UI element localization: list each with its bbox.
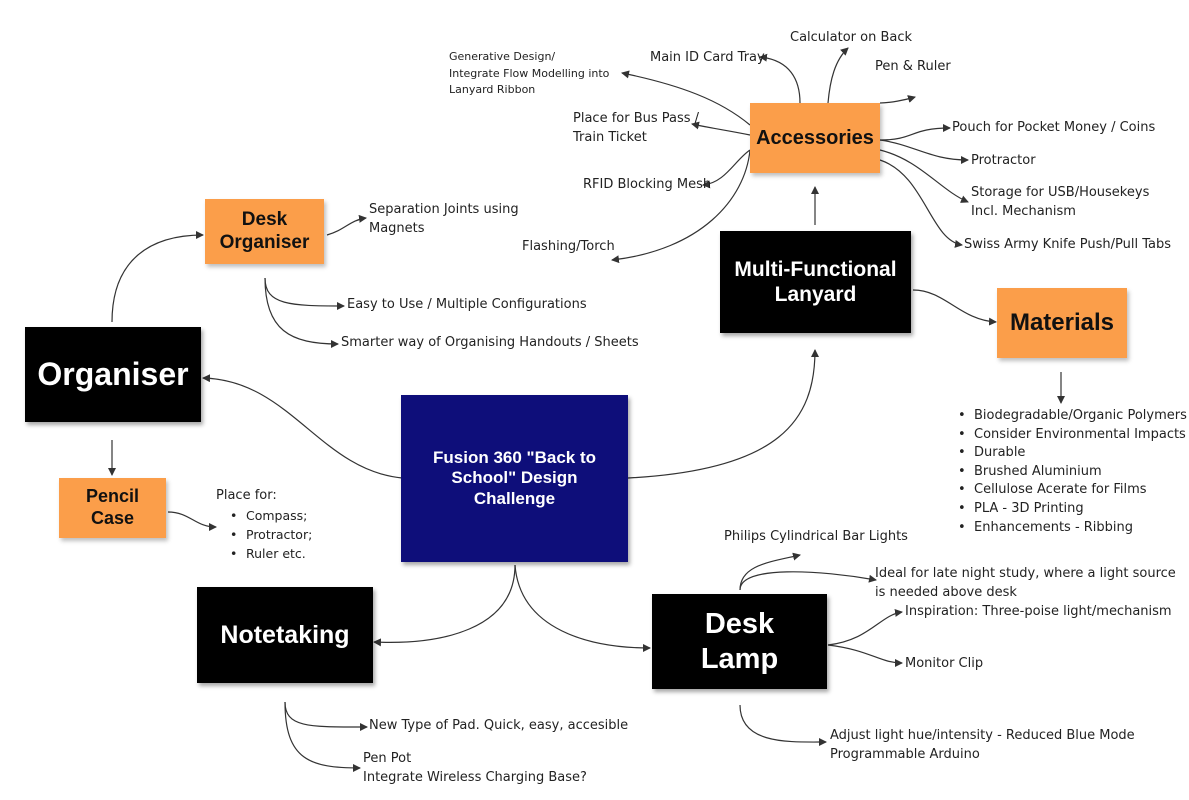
- pencil-case-item: Ruler etc.: [230, 544, 312, 563]
- link-acc-protractor: [879, 139, 969, 164]
- materials-item: Biodegradable/Organic Polymers: [958, 407, 1187, 426]
- accessory-item-generative-design: Generative Design/ Integrate Flow Modell…: [449, 50, 610, 96]
- desk-organiser-node[interactable]: Desk Organiser: [205, 199, 324, 264]
- link-lamp-adjust: [739, 704, 827, 747]
- lamp-item-late-night: Ideal for late night study, where a ligh…: [875, 566, 1176, 600]
- multi-functional-lanyard-node[interactable]: Multi-Functional Lanyard: [720, 231, 911, 333]
- link-acc-rfid: [702, 149, 751, 189]
- link-deskorg-joints: [326, 214, 367, 236]
- link-lamp-monitor: [827, 644, 903, 667]
- link-acc-pouch: [879, 124, 951, 141]
- materials-node[interactable]: Materials: [997, 288, 1127, 358]
- materials-item: Durable: [958, 444, 1187, 463]
- accessory-item-calculator: Calculator on Back: [790, 30, 913, 45]
- pencil-case-heading: Place for:: [216, 488, 277, 503]
- desk-lamp-node[interactable]: Desk Lamp: [652, 594, 827, 689]
- central-topic-node[interactable]: Fusion 360 "Back to School" Design Chall…: [401, 395, 628, 562]
- accessory-item-protractor: Protractor: [971, 153, 1036, 168]
- accessory-item-torch: Flashing/Torch: [522, 239, 615, 254]
- link-acc-calc: [827, 47, 849, 104]
- link-acc-swiss: [879, 159, 963, 248]
- materials-item: Brushed Aluminium: [958, 463, 1187, 482]
- link-lamp-inspiration: [827, 608, 903, 646]
- organiser-node[interactable]: Organiser: [25, 327, 201, 422]
- link-acc-bus: [691, 121, 751, 136]
- link-deskorg-easy: [264, 277, 345, 310]
- link-acc-idtray: [759, 53, 801, 104]
- accessory-item-id-card-tray: Main ID Card Tray: [650, 50, 765, 65]
- materials-item: Consider Environmental Impacts: [958, 426, 1187, 445]
- pencil-case-item: Protractor;: [230, 525, 312, 544]
- lamp-item-inspiration: Inspiration: Three-poise light/mechanism: [905, 604, 1172, 619]
- pencil-case-item: Compass;: [230, 506, 312, 525]
- accessory-item-bus-pass: Place for Bus Pass / Train Ticket: [573, 111, 700, 145]
- lamp-item-adjust-light: Adjust light hue/intensity - Reduced Blu…: [830, 728, 1135, 762]
- pencil-case-node[interactable]: Pencil Case: [59, 478, 166, 538]
- accessory-item-rfid: RFID Blocking Mesh: [583, 177, 712, 192]
- lamp-item-monitor-clip: Monitor Clip: [905, 656, 984, 671]
- link-lanyard-materials: [912, 289, 997, 326]
- link-center-notetaking: [373, 564, 516, 647]
- link-note-penpot: [284, 701, 361, 772]
- link-acc-pen: [879, 95, 916, 104]
- notetaking-node[interactable]: Notetaking: [197, 587, 373, 683]
- materials-item: Enhancements - Ribbing: [958, 519, 1187, 538]
- notetaking-item-pen-pot: Pen Pot Integrate Wireless Charging Base…: [363, 751, 587, 785]
- link-lamp-ideal: [739, 571, 877, 591]
- lamp-item-philips: Philips Cylindrical Bar Lights: [724, 529, 908, 544]
- pencil-case-list: Compass; Protractor; Ruler etc.: [230, 506, 312, 563]
- accessory-item-swiss-army: Swiss Army Knife Push/Pull Tabs: [964, 237, 1171, 252]
- desk-organiser-item-easy: Easy to Use / Multiple Configurations: [347, 297, 587, 312]
- accessories-node[interactable]: Accessories: [750, 103, 880, 173]
- materials-item: Cellulose Acerate for Films: [958, 481, 1187, 500]
- desk-organiser-item-smarter: Smarter way of Organising Handouts / She…: [341, 335, 639, 350]
- link-note-pad: [284, 701, 368, 732]
- link-acc-torch: [611, 149, 751, 264]
- link-center-lamp: [514, 564, 651, 652]
- link-pencil-list: [167, 511, 217, 531]
- materials-list: Biodegradable/Organic Polymers Consider …: [958, 407, 1187, 537]
- link-center-organiser: [202, 374, 403, 479]
- link-acc-storage: [879, 149, 969, 203]
- link-deskorg-smarter: [264, 277, 339, 348]
- link-lamp-philips: [739, 552, 801, 591]
- link-organiser-deskorg: [111, 231, 204, 323]
- materials-item: PLA - 3D Printing: [958, 500, 1187, 519]
- notetaking-item-pad: New Type of Pad. Quick, easy, accesible: [369, 718, 629, 733]
- accessory-item-storage: Storage for USB/Housekeys Incl. Mechanis…: [971, 185, 1150, 219]
- link-acc-generative: [621, 70, 751, 126]
- accessory-item-pouch: Pouch for Pocket Money / Coins: [952, 120, 1156, 135]
- link-center-lanyard: [627, 349, 819, 479]
- accessory-item-pen-ruler: Pen & Ruler: [875, 59, 951, 74]
- desk-organiser-item-joints: Separation Joints using Magnets: [369, 202, 519, 236]
